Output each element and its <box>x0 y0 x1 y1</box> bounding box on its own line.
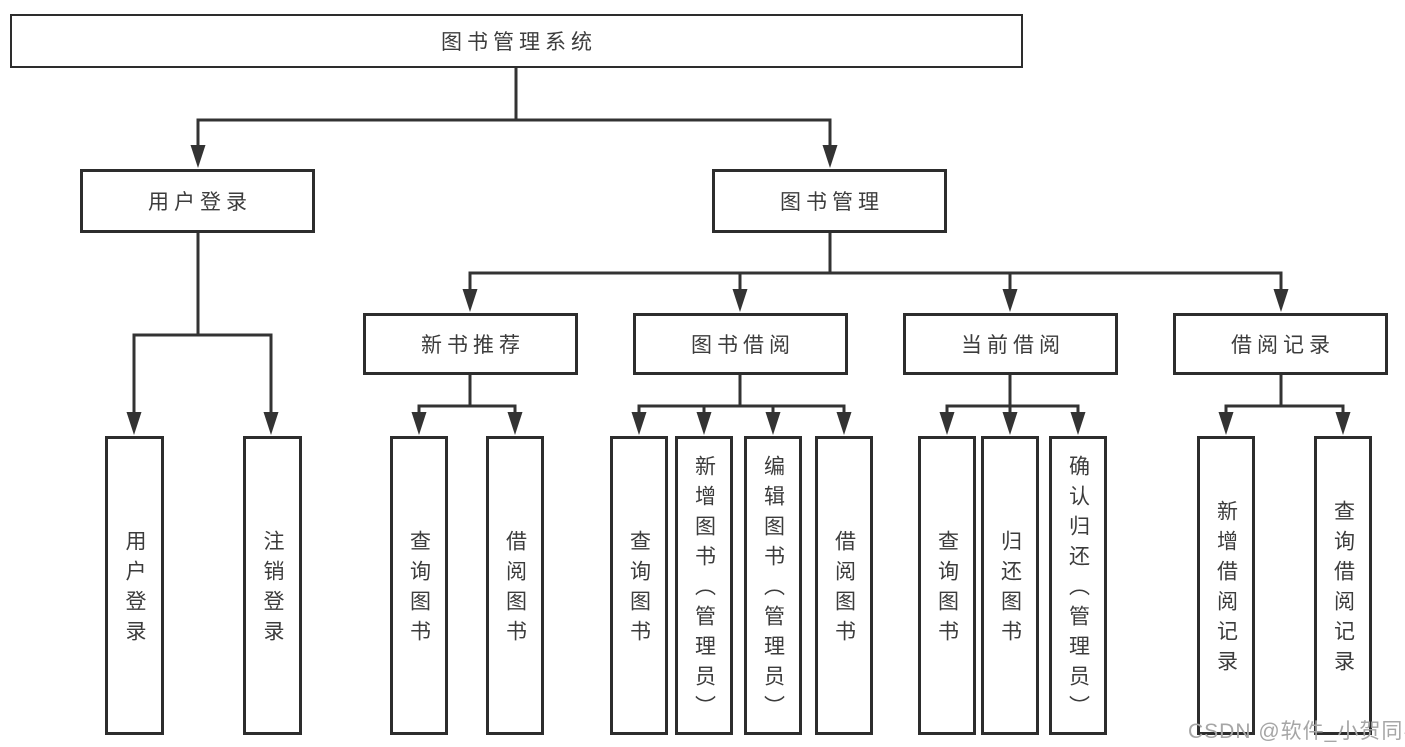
leaf-node-query-books-recommend: 查询图书 <box>390 436 448 735</box>
connector-bookmgmt-to-level3 <box>468 233 1283 294</box>
connector-userlogin-to-leaves <box>132 233 273 417</box>
leaf-node-query-books-current: 查询图书 <box>918 436 976 735</box>
leaf-borrow-books-recommend-label: 借阅图书 <box>503 530 527 650</box>
leaf-return-books-label: 归还图书 <box>998 530 1022 650</box>
leaf-node-borrow-books: 借阅图书 <box>815 436 873 735</box>
connector-recommend-group <box>417 375 517 417</box>
leaf-user-login-label: 用户登录 <box>123 530 146 650</box>
level3-node-borrow-records: 借阅记录 <box>1173 313 1388 375</box>
leaf-node-borrow-books-recommend: 借阅图书 <box>486 436 544 735</box>
leaf-edit-books-admin-label: 编辑图书（管理员） <box>761 455 785 725</box>
connector-borrow-group <box>637 375 846 417</box>
level3-node-new-book-recommend: 新书推荐 <box>363 313 578 375</box>
leaf-query-borrow-record-label: 查询借阅记录 <box>1331 500 1355 680</box>
arrowheads <box>126 145 1351 435</box>
level3-node-current-borrow: 当前借阅 <box>903 313 1118 375</box>
level3-book-borrow-label: 图书借阅 <box>691 334 795 357</box>
level2-node-user-login: 用户登录 <box>80 169 315 233</box>
level2-book-management-label: 图书管理 <box>780 191 884 214</box>
level2-node-book-management: 图书管理 <box>712 169 947 233</box>
root-node-label: 图书管理系统 <box>441 31 597 54</box>
leaf-node-query-books-borrow: 查询图书 <box>610 436 668 735</box>
leaf-node-add-borrow-record: 新增借阅记录 <box>1197 436 1255 735</box>
leaf-node-user-login: 用户登录 <box>105 436 164 735</box>
leaf-node-add-books-admin: 新增图书（管理员） <box>675 436 733 735</box>
leaf-query-books-borrow-label: 查询图书 <box>627 530 651 650</box>
connector-current-group <box>945 375 1080 417</box>
level2-user-login-label: 用户登录 <box>148 191 252 214</box>
leaf-node-edit-books-admin: 编辑图书（管理员） <box>744 436 802 735</box>
leaf-query-books-current-label: 查询图书 <box>935 530 959 650</box>
leaf-logout-label: 注销登录 <box>261 530 284 650</box>
level3-borrow-records-label: 借阅记录 <box>1231 334 1335 357</box>
leaf-add-books-admin-label: 新增图书（管理员） <box>692 455 716 725</box>
level3-current-borrow-label: 当前借阅 <box>961 334 1065 357</box>
level3-node-book-borrow: 图书借阅 <box>633 313 848 375</box>
leaf-node-logout: 注销登录 <box>243 436 302 735</box>
connector-records-group <box>1224 375 1345 417</box>
leaf-query-books-recommend-label: 查询图书 <box>407 530 431 650</box>
csdn-watermark: CSDN @软件_小贺同学 <box>1188 720 1405 743</box>
leaf-confirm-return-admin-label: 确认归还（管理员） <box>1066 455 1090 725</box>
leaf-node-return-books: 归还图书 <box>981 436 1039 735</box>
level3-new-book-recommend-label: 新书推荐 <box>421 334 525 357</box>
leaf-node-query-borrow-record: 查询借阅记录 <box>1314 436 1372 735</box>
leaf-add-borrow-record-label: 新增借阅记录 <box>1214 500 1238 680</box>
leaf-node-confirm-return-admin: 确认归还（管理员） <box>1049 436 1107 735</box>
connector-root-to-level2 <box>196 68 832 150</box>
leaf-borrow-books-label: 借阅图书 <box>832 530 856 650</box>
root-node-library-management-system: 图书管理系统 <box>10 14 1023 68</box>
